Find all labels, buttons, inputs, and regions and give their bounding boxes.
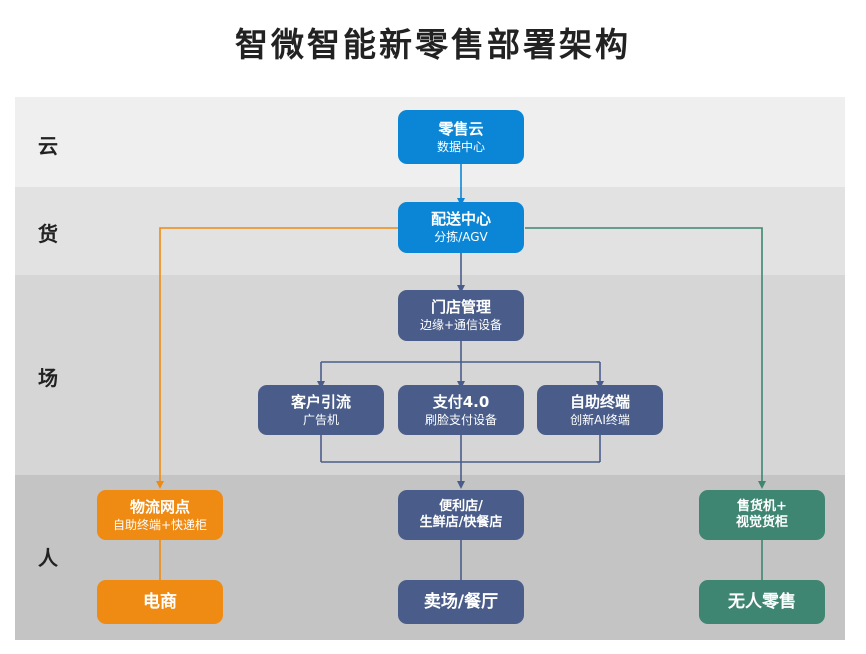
node-store-management: 门店管理 边缘+通信设备 — [398, 290, 524, 341]
node-distribution-center-sub: 分拣/AGV — [434, 230, 488, 244]
node-logistics-point: 物流网点 自助终端+快递柜 — [97, 490, 223, 540]
node-mall-restaurant-name: 卖场/餐厅 — [423, 591, 499, 612]
node-logistics-point-name: 物流网点 — [129, 497, 190, 516]
node-payment-sub: 刷脸支付设备 — [424, 412, 497, 427]
node-store-management-name: 门店管理 — [430, 298, 491, 316]
node-retail-cloud: 零售云 数据中心 — [398, 110, 524, 164]
band-label-people: 人 — [38, 546, 58, 570]
band-label-cloud: 云 — [38, 134, 58, 158]
node-logistics-point-sub: 自助终端+快递柜 — [112, 517, 208, 532]
node-vending-machine-line2: 视觉货柜 — [735, 515, 788, 530]
node-customer-traffic-sub: 广告机 — [302, 412, 339, 427]
node-mall-restaurant: 卖场/餐厅 — [398, 580, 524, 624]
arrow-distribution-to-logistics — [156, 227, 398, 489]
node-customer-traffic-name: 客户引流 — [290, 392, 351, 411]
node-self-service-terminal-sub: 创新AI终端 — [570, 412, 630, 427]
node-unmanned-retail-name: 无人零售 — [728, 591, 796, 612]
node-retail-cloud-sub: 数据中心 — [436, 139, 485, 154]
node-customer-traffic: 客户引流 广告机 — [258, 385, 384, 435]
node-distribution-center-name: 配送中心 — [430, 210, 491, 228]
node-retail-cloud-name: 零售云 — [438, 119, 484, 138]
page-title: 智微智能新零售部署架构 — [235, 25, 631, 64]
node-unmanned-retail: 无人零售 — [699, 580, 825, 624]
node-vending-machine-line1: 售货机+ — [737, 499, 787, 514]
node-self-service-terminal: 自助终端 创新AI终端 — [537, 385, 663, 435]
band-label-field: 场 — [38, 366, 58, 390]
node-distribution-center: 配送中心 分拣/AGV — [398, 202, 524, 253]
node-ecommerce: 电商 — [97, 580, 223, 624]
node-payment: 支付4.0 刷脸支付设备 — [398, 385, 524, 435]
node-convenience-store-line1: 便利店/ — [439, 499, 483, 514]
band-label-goods: 货 — [38, 222, 58, 246]
node-payment-name: 支付4.0 — [432, 392, 490, 411]
node-vending-machine: 售货机+ 视觉货柜 — [699, 490, 825, 540]
node-self-service-terminal-name: 自助终端 — [569, 392, 630, 411]
node-store-management-sub: 边缘+通信设备 — [419, 318, 503, 332]
arrow-distribution-to-vending — [525, 227, 766, 489]
node-convenience-store-line2: 生鲜店/快餐店 — [419, 515, 503, 530]
node-ecommerce-name: 电商 — [143, 591, 177, 612]
node-convenience-store: 便利店/ 生鲜店/快餐店 — [398, 490, 524, 540]
